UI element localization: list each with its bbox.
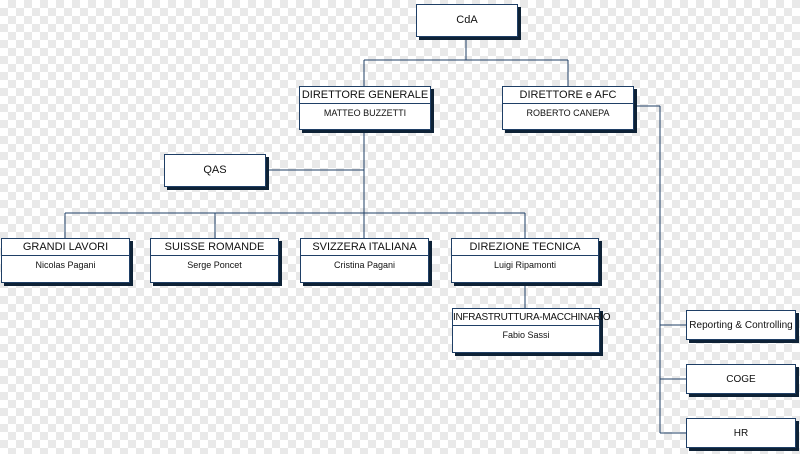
cda-title: CdA [456,14,478,26]
direzione-tecnica-person: Luigi Ripamonti [493,260,557,270]
qas-box: QAS [164,154,266,187]
suisse-romande-box: SUISSE ROMANDE Serge Poncet [150,238,279,283]
direttore-afc-title: DIRETTORE e AFC [503,87,633,104]
coge-box: COGE [686,364,796,394]
direttore-afc-person: ROBERTO CANEPA [526,108,610,118]
reporting-controlling-box: Reporting & Controlling [686,310,796,340]
direzione-tecnica-title: DIREZIONE TECNICA [452,239,598,256]
direzione-tecnica-box: DIREZIONE TECNICA Luigi Ripamonti [451,238,599,283]
suisse-romande-person: Serge Poncet [187,260,242,270]
svizzera-italiana-box: SVIZZERA ITALIANA Cristina Pagani [300,238,429,283]
svizzera-italiana-person: Cristina Pagani [333,260,396,270]
direttore-afc-box: DIRETTORE e AFC ROBERTO CANEPA [502,86,634,130]
infrastruttura-macchinario-box: INFRASTRUTTURA-MACCHINARIO Fabio Sassi [452,308,611,353]
grandi-lavori-person: Nicolas Pagani [35,260,96,270]
grandi-lavori-title: GRANDI LAVORI [2,239,129,256]
direttore-generale-title: DIRETTORE GENERALE [300,87,430,104]
hr-title: HR [733,427,749,439]
direttore-generale-box: DIRETTORE GENERALE MATTEO BUZZETTI [299,86,431,130]
svizzera-italiana-title: SVIZZERA ITALIANA [301,239,428,256]
coge-title: COGE [726,373,756,385]
hr-box: HR [686,418,796,448]
infrastruttura-macchinario-title: INFRASTRUTTURA-MACCHINARIO [453,309,611,326]
qas-title: QAS [203,164,227,176]
infrastruttura-macchinario-person: Fabio Sassi [502,330,550,340]
cda-box: CdA [416,4,518,37]
suisse-romande-title: SUISSE ROMANDE [151,239,278,256]
reporting-controlling-title: Reporting & Controlling [689,319,793,331]
grandi-lavori-box: GRANDI LAVORI Nicolas Pagani [1,238,130,283]
direttore-generale-person: MATTEO BUZZETTI [323,108,407,118]
